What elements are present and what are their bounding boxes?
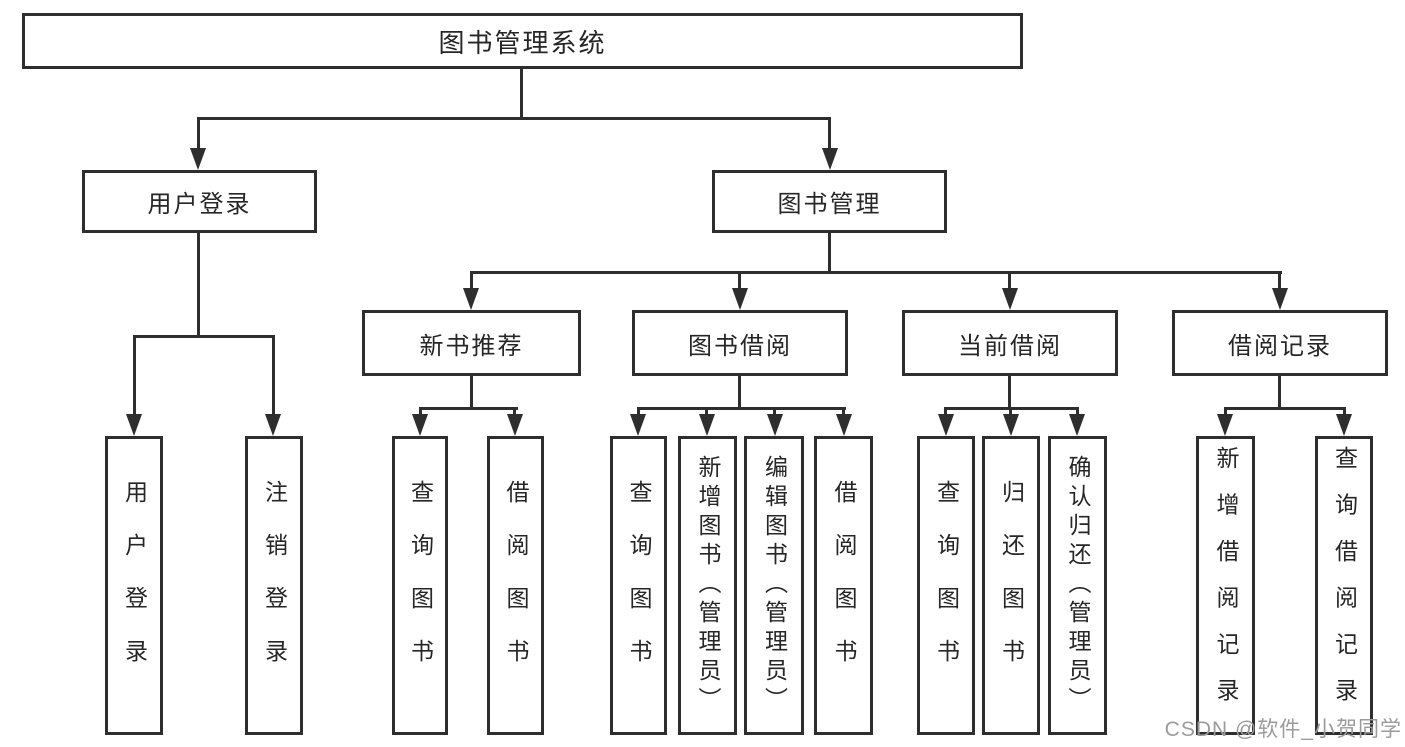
connector-line — [1008, 273, 1011, 290]
connector-line — [419, 409, 422, 417]
arrow-down-icon — [1069, 414, 1085, 436]
node-label-cb-query-book: 查询图书 — [933, 479, 960, 692]
node-label-bb-add-book: 新增图书（管理员） — [695, 455, 721, 716]
connector-line — [828, 233, 831, 273]
connector-line — [513, 409, 516, 417]
arrow-down-icon — [412, 414, 428, 436]
node-box-cb-return-book: 归还图书 — [982, 436, 1040, 735]
connector-line — [197, 117, 831, 120]
node-label-bb-edit-book: 编辑图书（管理员） — [761, 455, 788, 716]
connector-line — [197, 119, 200, 150]
node-label-current-borrow: 当前借阅 — [958, 332, 1062, 360]
connector-line — [520, 69, 523, 119]
node-box-rec-borrow-book: 借阅图书 — [487, 436, 544, 735]
connector-line — [842, 409, 845, 417]
node-label-rec-query-book: 查询图书 — [407, 479, 434, 692]
node-box-current-borrow: 当前借阅 — [902, 310, 1118, 376]
node-label-bb-query-book: 查询图书 — [626, 479, 652, 692]
connector-line — [1224, 407, 1346, 410]
connector-line — [133, 335, 275, 338]
node-box-cb-confirm-return: 确认归还（管理员） — [1048, 436, 1107, 735]
watermark: CSDN @软件_小贺同学 — [1164, 718, 1402, 741]
node-label-book-mgmt: 图书管理 — [777, 191, 882, 218]
connector-line — [773, 409, 776, 417]
connector-line — [738, 376, 741, 409]
node-box-user-login: 用户登录 — [82, 170, 317, 233]
node-box-bb-add-book: 新增图书（管理员） — [678, 436, 737, 735]
node-box-bb-query-book: 查询图书 — [610, 436, 667, 735]
node-box-br-query-record: 查询借阅记录 — [1315, 436, 1373, 735]
node-label-root: 图书管理系统 — [438, 27, 607, 58]
connector-line — [944, 407, 1079, 410]
arrow-down-icon — [1002, 288, 1018, 310]
arrow-down-icon — [265, 414, 281, 436]
connector-line — [470, 271, 1282, 274]
node-box-book-mgmt: 图书管理 — [712, 170, 947, 233]
node-box-login-user: 用户登录 — [105, 436, 163, 735]
connector-line — [1076, 409, 1079, 417]
connector-line — [1009, 409, 1012, 417]
connector-line — [197, 233, 200, 337]
arrow-down-icon — [1272, 288, 1288, 310]
node-box-cb-query-book: 查询图书 — [917, 436, 975, 735]
connector-line — [944, 409, 947, 417]
arrow-down-icon — [1336, 414, 1352, 436]
connector-line — [133, 337, 136, 416]
connector-line — [470, 376, 473, 409]
node-label-login-user: 用户登录 — [121, 479, 148, 692]
connector-line — [637, 409, 640, 417]
connector-line — [1278, 273, 1281, 290]
connector-line — [470, 273, 473, 290]
arrow-down-icon — [1003, 414, 1019, 436]
connector-line — [1278, 376, 1281, 409]
arrow-down-icon — [767, 414, 783, 436]
node-box-bb-borrow-book: 借阅图书 — [814, 436, 873, 735]
connector-line — [1008, 376, 1011, 409]
node-box-root: 图书管理系统 — [22, 13, 1023, 69]
node-box-login-logout: 注销登录 — [245, 436, 303, 735]
node-label-login-logout: 注销登录 — [261, 479, 288, 692]
arrow-down-icon — [126, 414, 142, 436]
node-label-borrow-records: 借阅记录 — [1228, 332, 1332, 360]
connector-line — [738, 273, 741, 290]
arrow-down-icon — [1217, 414, 1233, 436]
node-label-cb-return-book: 归还图书 — [998, 479, 1025, 692]
node-label-book-borrow: 图书借阅 — [688, 332, 792, 360]
arrow-down-icon — [836, 414, 852, 436]
connector-line — [419, 407, 518, 410]
node-box-bb-edit-book: 编辑图书（管理员） — [744, 436, 804, 735]
arrow-down-icon — [732, 288, 748, 310]
arrow-down-icon — [507, 414, 523, 436]
connector-line — [705, 409, 708, 417]
arrow-down-icon — [699, 414, 715, 436]
arrow-down-icon — [938, 414, 954, 436]
node-label-user-login: 用户登录 — [147, 191, 252, 218]
node-box-borrow-records: 借阅记录 — [1172, 310, 1388, 376]
connector-line — [828, 119, 831, 150]
node-label-br-add-record: 新增借阅记录 — [1213, 446, 1239, 725]
connector-line — [1343, 409, 1346, 417]
connector-line — [1224, 409, 1227, 417]
connector-line — [272, 337, 275, 416]
arrow-down-icon — [190, 148, 206, 170]
node-box-book-borrow: 图书借阅 — [632, 310, 848, 376]
connector-line — [637, 407, 846, 410]
node-label-new-book-rec: 新书推荐 — [419, 332, 524, 360]
arrow-down-icon — [630, 414, 646, 436]
node-box-new-book-rec: 新书推荐 — [362, 310, 581, 376]
node-box-br-add-record: 新增借阅记录 — [1196, 436, 1255, 735]
arrow-down-icon — [463, 288, 479, 310]
node-label-cb-confirm-return: 确认归还（管理员） — [1065, 455, 1091, 716]
node-box-rec-query-book: 查询图书 — [392, 436, 448, 735]
arrow-down-icon — [822, 148, 838, 170]
node-label-br-query-record: 查询借阅记录 — [1331, 446, 1358, 725]
node-label-rec-borrow-book: 借阅图书 — [503, 479, 529, 692]
node-label-bb-borrow-book: 借阅图书 — [831, 479, 857, 692]
